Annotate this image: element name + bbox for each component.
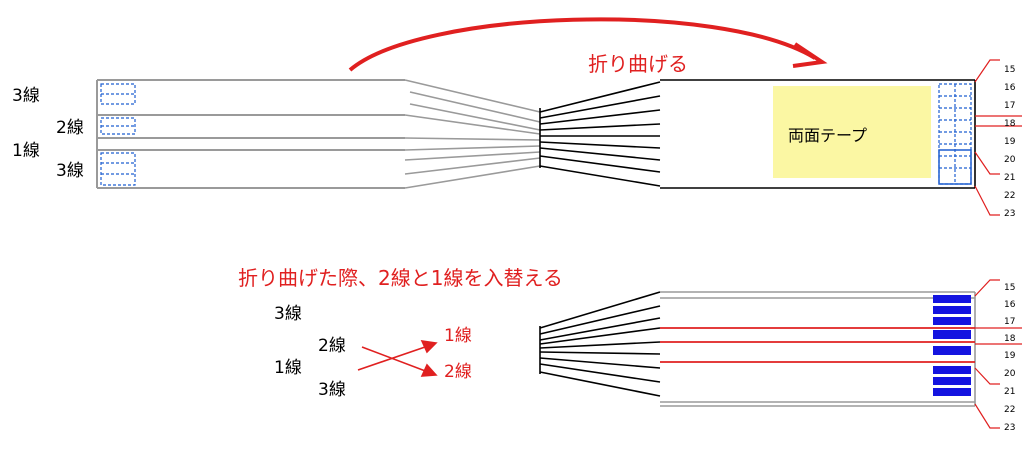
top-label-1wire: 1線 xyxy=(12,141,40,161)
top-left-fanout xyxy=(404,79,541,189)
swapped-label-1wire: 1線 xyxy=(444,326,472,346)
bottom-pin-17: 17 xyxy=(1004,317,1016,327)
bottom-label-1wire: 1線 xyxy=(274,358,302,378)
top-pin-15: 15 xyxy=(1004,65,1016,75)
top-right-pads-solid xyxy=(938,149,972,185)
bottom-pin-16: 16 xyxy=(1004,300,1016,310)
top-pin-20: 20 xyxy=(1004,155,1016,165)
top-pin-23: 23 xyxy=(1004,209,1016,219)
top-pin-19: 19 xyxy=(1004,137,1016,147)
top-pin-22: 22 xyxy=(1004,191,1016,201)
top-pin-18: 18 xyxy=(1004,119,1016,129)
top-pin-21: 21 xyxy=(1004,173,1016,183)
top-left-pads xyxy=(100,83,136,186)
bottom-left-fanout xyxy=(539,291,661,397)
bottom-right-pads xyxy=(933,295,971,396)
top-label-2wire: 2線 xyxy=(56,118,84,138)
bottom-label-3wire-b: 3線 xyxy=(318,380,346,400)
top-right-cable xyxy=(660,79,976,189)
top-label-3wire-a: 3線 xyxy=(12,86,40,106)
tape-label: 両面テープ xyxy=(788,126,868,145)
bottom-pin-15: 15 xyxy=(1004,283,1016,293)
bottom-pin-19: 19 xyxy=(1004,351,1016,361)
top-right-pads xyxy=(938,83,972,185)
swap-arrows xyxy=(357,340,438,377)
top-pin-17: 17 xyxy=(1004,101,1016,111)
top-left-cable xyxy=(96,79,405,189)
bottom-pin-leaders xyxy=(974,279,1022,429)
bottom-pin-23: 23 xyxy=(1004,423,1016,433)
double-sided-tape xyxy=(773,86,931,178)
bottom-pin-18: 18 xyxy=(1004,334,1016,344)
fold-instruction: 折り曲げる xyxy=(588,52,688,76)
top-label-3wire-b: 3線 xyxy=(56,161,84,181)
bottom-pin-20: 20 xyxy=(1004,369,1016,379)
fold-arrow xyxy=(348,17,817,72)
fold-arrow-head xyxy=(792,42,828,68)
bottom-right-cable xyxy=(660,291,976,407)
bottom-label-3wire-a: 3線 xyxy=(274,304,302,324)
bottom-swapped-lines xyxy=(660,327,975,363)
swapped-label-2wire: 2線 xyxy=(444,362,472,382)
bottom-label-2wire: 2線 xyxy=(318,336,346,356)
bottom-pin-22: 22 xyxy=(1004,405,1016,415)
swap-instruction: 折り曲げた際、2線と1線を入替える xyxy=(238,266,563,290)
top-pin-leaders xyxy=(974,59,1022,216)
bottom-pin-21: 21 xyxy=(1004,387,1016,397)
top-right-fanout xyxy=(539,81,661,187)
top-pin-16: 16 xyxy=(1004,83,1016,93)
